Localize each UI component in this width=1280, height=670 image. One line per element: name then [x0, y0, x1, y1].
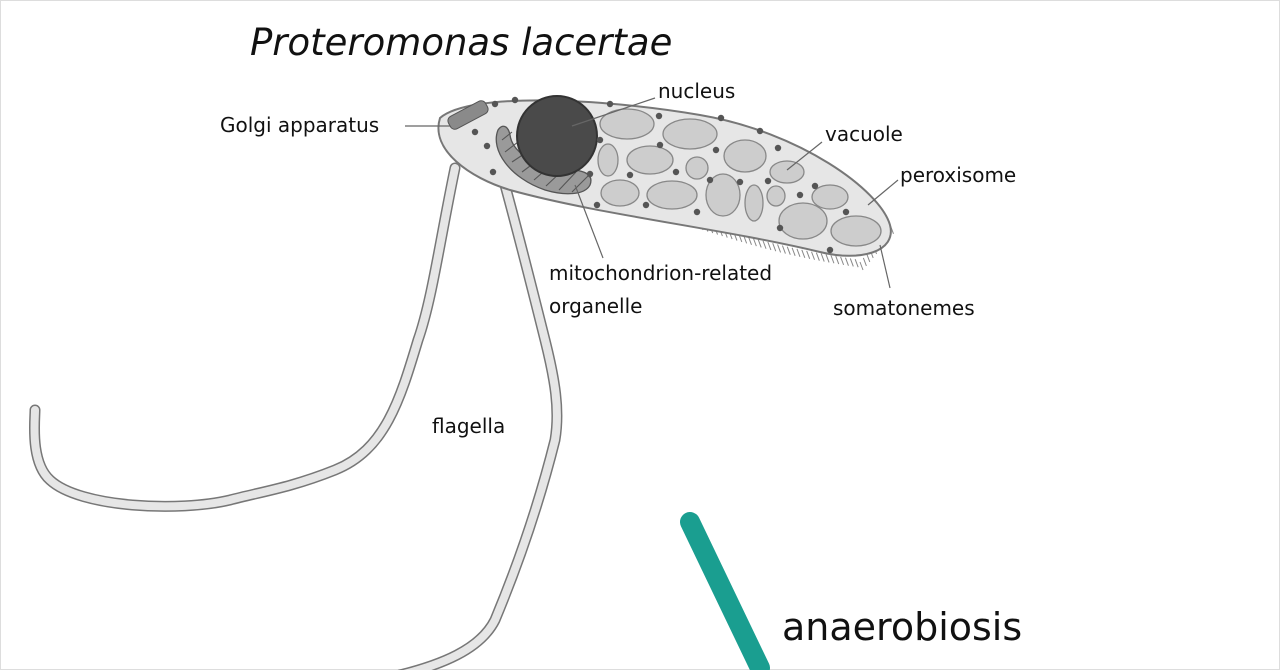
- label-mitochondrion-line2: organelle: [549, 294, 642, 318]
- somatoneme-hair: [854, 259, 859, 268]
- somatoneme-hair: [866, 253, 871, 263]
- granule: [656, 141, 664, 149]
- somatoneme-hair: [835, 255, 840, 265]
- label-mitochondrion-line1: mitochondrion-related: [549, 261, 772, 285]
- vacuoles: [597, 108, 882, 247]
- granule: [491, 100, 499, 108]
- granule: [642, 201, 650, 209]
- granule: [712, 146, 720, 154]
- flagella: [28, 162, 563, 670]
- cell-body: [437, 95, 892, 257]
- somatoneme-hair: [815, 252, 820, 261]
- granule: [756, 127, 764, 135]
- label-peroxisome: peroxisome: [900, 163, 1016, 187]
- label-golgi-apparatus: Golgi apparatus: [220, 113, 379, 137]
- granule: [717, 114, 725, 122]
- somatoneme-hair: [820, 253, 825, 262]
- granule: [489, 168, 497, 176]
- granule: [764, 177, 772, 185]
- granule: [511, 96, 519, 104]
- granule: [842, 208, 850, 216]
- somatoneme-hair: [849, 258, 854, 267]
- granule: [483, 142, 491, 150]
- granule: [706, 176, 714, 184]
- somatoneme-hair: [752, 237, 757, 247]
- somatoneme-hair: [757, 239, 762, 248]
- somatoneme-hair: [811, 251, 815, 260]
- somatoneme-hair: [840, 256, 845, 266]
- granule: [593, 201, 601, 209]
- granule: [655, 112, 663, 120]
- granule: [672, 168, 680, 176]
- granule: [626, 171, 634, 179]
- peroxisome-granules: [471, 96, 850, 254]
- somatoneme-hair: [767, 241, 772, 251]
- granule: [471, 128, 479, 136]
- granule: [796, 191, 804, 199]
- caption-anaerobiosis: anaerobiosis: [782, 605, 1022, 649]
- somatoneme-hair: [830, 255, 835, 264]
- somatoneme-hair: [786, 246, 791, 255]
- granule: [586, 170, 594, 178]
- granule: [811, 182, 819, 190]
- somatoneme-hair: [781, 245, 786, 254]
- granule: [826, 246, 834, 254]
- granule: [693, 208, 701, 216]
- somatoneme-hair: [777, 244, 782, 253]
- label-vacuole: vacuole: [825, 122, 903, 146]
- label-nucleus: nucleus: [658, 79, 735, 103]
- somatoneme-hair: [762, 240, 767, 249]
- somatoneme-hair: [806, 250, 811, 259]
- accent-bar: [680, 512, 770, 670]
- golgi-apparatus: [447, 100, 489, 130]
- granule: [736, 178, 744, 186]
- granule: [596, 136, 604, 144]
- label-flagella: flagella: [432, 414, 505, 438]
- somatoneme-hair: [859, 261, 864, 271]
- somatoneme-hair: [862, 257, 867, 267]
- diagram-title: Proteromonas lacertae: [250, 21, 672, 64]
- somatoneme-hair: [844, 257, 849, 266]
- leader-lines: [405, 97, 899, 289]
- granule: [776, 224, 784, 232]
- somatoneme-hair: [772, 243, 777, 252]
- somatoneme-hair: [801, 249, 806, 258]
- flagellum-right: [403, 181, 561, 670]
- somatoneme-hair: [825, 254, 830, 263]
- label-somatonemes: somatonemes: [833, 296, 975, 320]
- flagellum-left: [30, 164, 459, 511]
- granule: [774, 144, 782, 152]
- granule: [606, 100, 614, 108]
- nucleus: [516, 95, 598, 177]
- somatoneme-hair: [791, 247, 796, 256]
- somatoneme-hair: [796, 248, 801, 257]
